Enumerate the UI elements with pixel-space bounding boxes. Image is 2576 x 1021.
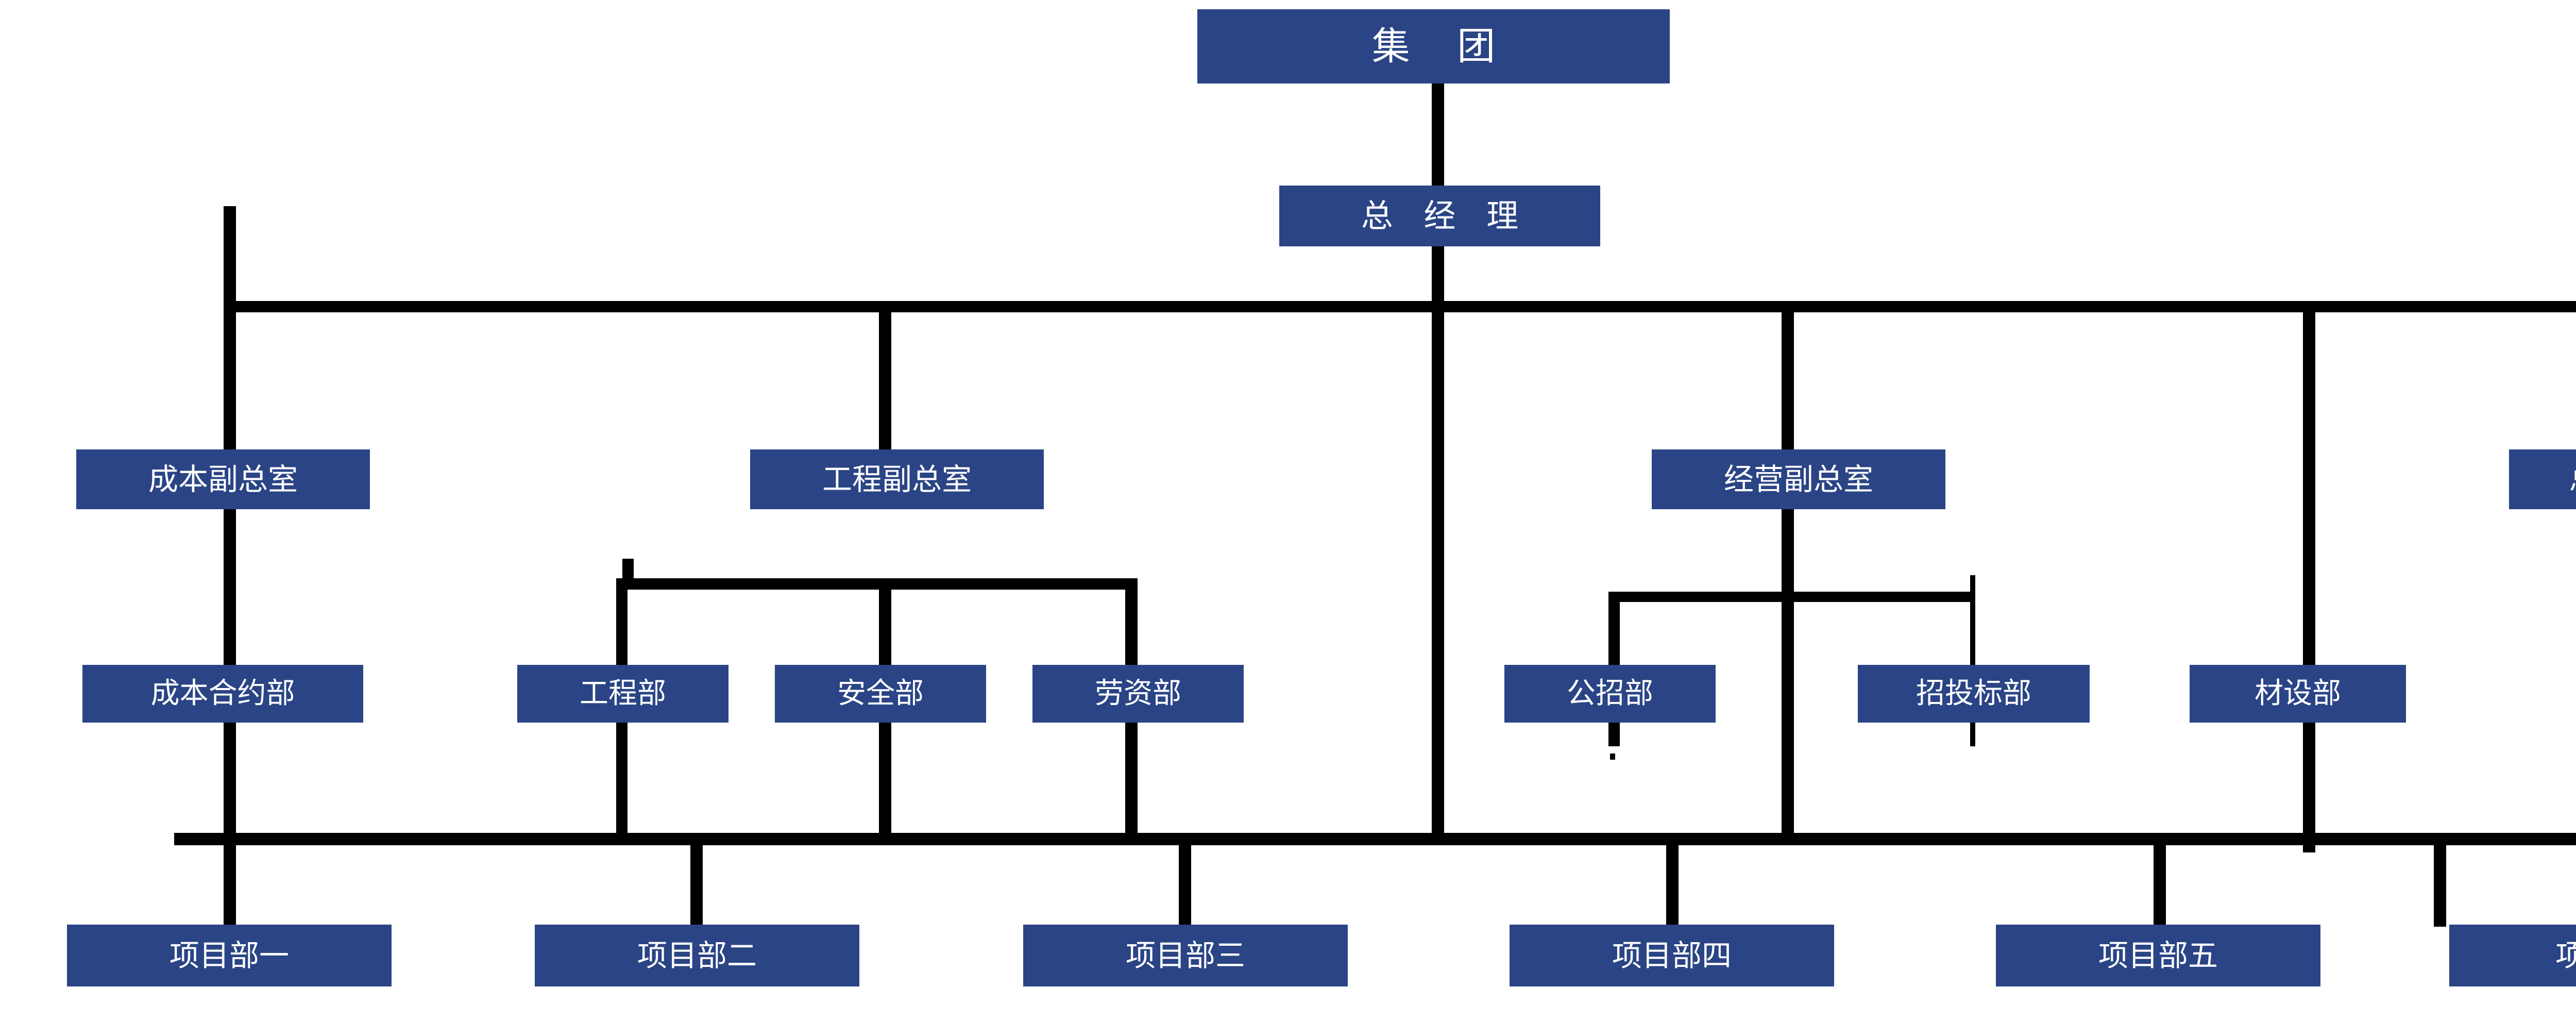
- node-project-2[interactable]: 项目部二: [535, 925, 859, 986]
- node-dept-material-label: 材设部: [2255, 677, 2341, 710]
- node-project-1-label: 项目部一: [169, 938, 289, 973]
- node-project-3-label: 项目部三: [1125, 938, 1245, 973]
- connector-safety-dept-to-project-bus: [879, 743, 891, 844]
- node-general-manager[interactable]: 总 经 理: [1279, 186, 1600, 246]
- node-project-4[interactable]: 项目部四: [1510, 925, 1834, 986]
- node-general-manager-label: 总 经 理: [1361, 197, 1529, 235]
- node-dept-public-recruit-label: 公招部: [1567, 677, 1653, 710]
- node-project-2-label: 项目部二: [637, 938, 757, 973]
- node-dept-safety[interactable]: 安全部: [775, 665, 986, 723]
- connector-operations-subbus: [1608, 592, 1975, 602]
- node-project-3[interactable]: 项目部三: [1023, 925, 1348, 986]
- node-vp-cost-label: 成本副总室: [148, 462, 298, 497]
- connector-project-bus: [174, 833, 2576, 845]
- connector-artifact-dot: [1610, 754, 1615, 760]
- node-dept-cost-contract[interactable]: 成本合约部: [82, 665, 363, 723]
- connector-bus-to-vp-engineering: [879, 301, 891, 449]
- node-dept-cost-contract-label: 成本合约部: [150, 677, 295, 710]
- node-dept-bidding[interactable]: 招投标部: [1858, 665, 2090, 723]
- node-vp-engineering[interactable]: 工程副总室: [750, 449, 1044, 509]
- connector-bus-to-project-n: [2434, 833, 2446, 927]
- connector-bus-to-project-2: [690, 833, 703, 927]
- node-chief-engineer-label: 总 工 室: [2569, 464, 2576, 494]
- connector-labor-dept-to-project-bus: [1125, 743, 1138, 844]
- node-vp-operations[interactable]: 经营副总室: [1652, 449, 1945, 509]
- node-project-5-label: 项目部五: [2098, 938, 2218, 973]
- node-dept-bidding-label: 招投标部: [1916, 677, 2031, 710]
- connector-bus-to-vp-operations: [1782, 301, 1794, 845]
- node-project-n-label: 项目部N: [2555, 938, 2576, 973]
- node-vp-engineering-label: 工程副总室: [822, 462, 972, 497]
- connector-group-to-gm: [1432, 83, 1444, 186]
- connector-engineering-dept-to-project-bus: [616, 743, 628, 844]
- node-chief-engineer[interactable]: 总 工 室: [2509, 449, 2576, 509]
- connector-subbus-right-riser: [1970, 575, 1975, 746]
- node-project-4-label: 项目部四: [1612, 938, 1732, 973]
- node-dept-labor-label: 劳资部: [1095, 677, 1181, 710]
- node-dept-labor[interactable]: 劳资部: [1032, 665, 1244, 723]
- connector-level3-bus: [226, 301, 2576, 312]
- connector-cost-spine: [224, 206, 236, 845]
- connector-material-spine: [2303, 301, 2315, 852]
- node-dept-engineering[interactable]: 工程部: [517, 665, 728, 723]
- node-dept-safety-label: 安全部: [837, 677, 924, 710]
- node-group-label: 集 团: [1371, 24, 1513, 69]
- node-vp-cost[interactable]: 成本副总室: [76, 449, 370, 509]
- connector-bus-to-project-3: [1179, 833, 1191, 927]
- connector-bus-to-project-1: [224, 833, 236, 927]
- node-project-1[interactable]: 项目部一: [67, 925, 392, 986]
- node-project-n[interactable]: 项目部N: [2449, 925, 2576, 986]
- connector-bus-to-project-4: [1666, 833, 1679, 927]
- node-vp-operations-label: 经营副总室: [1723, 462, 1873, 497]
- node-dept-public-recruit[interactable]: 公招部: [1504, 665, 1716, 723]
- node-group[interactable]: 集 团: [1197, 9, 1670, 83]
- node-dept-material[interactable]: 材设部: [2190, 665, 2406, 723]
- connector-bus-to-project-5: [2154, 833, 2166, 927]
- node-dept-engineering-label: 工程部: [580, 677, 666, 710]
- connector-gm-trunk: [1432, 246, 1444, 844]
- node-project-5[interactable]: 项目部五: [1996, 925, 2320, 986]
